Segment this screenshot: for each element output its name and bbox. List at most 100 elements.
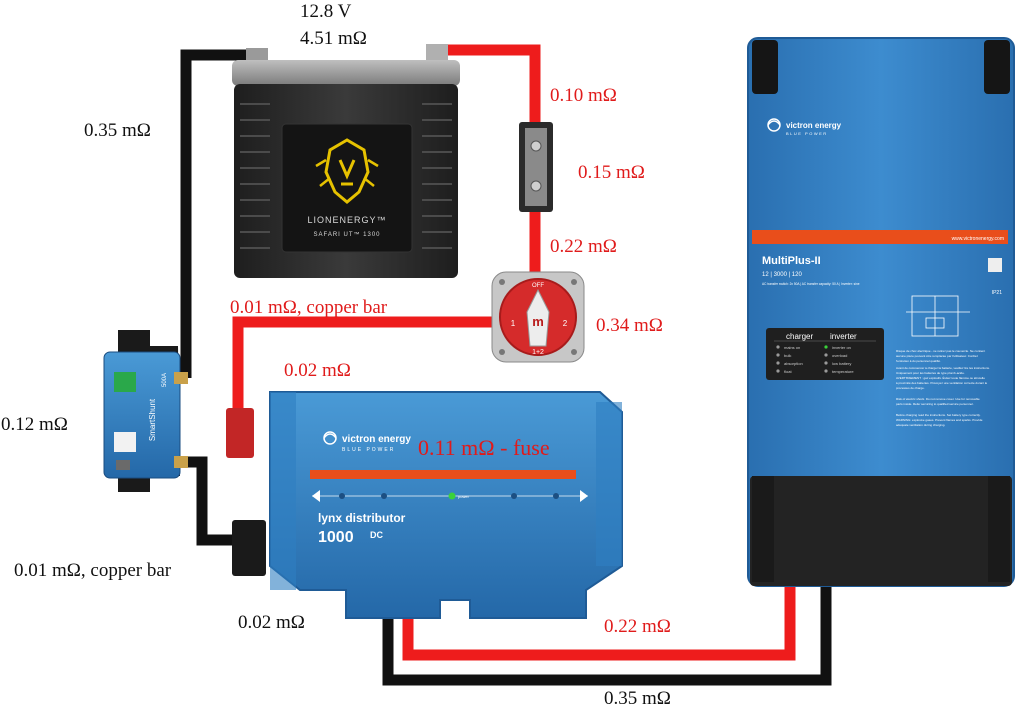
battery-voltage-label: 12.8 V [300, 1, 352, 22]
lion-logo-icon [315, 138, 379, 204]
inverter-website: www.victronenergy.com [952, 236, 1004, 242]
lynx-model: 1000 [318, 529, 354, 546]
svg-text:m: m [532, 314, 544, 329]
svg-text:bulk: bulk [784, 353, 791, 358]
inverter-orange-band [752, 230, 1008, 244]
lynx-model-suffix: DC [370, 530, 383, 540]
victron-logo-icon [767, 118, 781, 132]
switch-knob [526, 288, 550, 347]
svg-text:parts inside. Refer servicing: parts inside. Refer servicing to qualifi… [896, 402, 974, 406]
pos-to-switch-label: 0.22 mΩ [550, 236, 617, 257]
lynx-distributor: victron energy BLUE POWER power lynx dis… [226, 391, 623, 619]
shunt-qr-icon [114, 432, 136, 452]
right-arrow-icon [580, 490, 588, 502]
svg-text:à proximité des batteries. Pré: à proximité des batteries. Prévoyez une … [896, 381, 988, 385]
fuse-element [525, 128, 547, 206]
lynx-neg-terminal-label: 0.02 mΩ [238, 612, 305, 633]
fuse-holder [519, 122, 553, 212]
svg-text:low battery: low battery [832, 361, 851, 366]
lynx-name: lynx distributor [318, 511, 406, 525]
smart-shunt: SmartShunt 500A [103, 330, 188, 492]
battery-switch: m 1 2 1+2 OFF [491, 271, 585, 363]
battery-neg-terminal [246, 48, 268, 62]
inverter-spec-detail: AC transfer switch: 2x 50A | AC transfer… [762, 282, 860, 286]
neg-cable-lynx-to-inverter [382, 578, 832, 686]
inverter-title: inverter [830, 332, 857, 341]
lynx-fuse-label: 0.11 mΩ - fuse [418, 435, 550, 460]
power-led [448, 492, 456, 500]
svg-text:processus de charge.: processus de charge. [896, 386, 925, 390]
neg-battery-cable-label: 0.35 mΩ [84, 120, 151, 141]
svg-text:temperature: temperature [832, 369, 854, 374]
lynx-body [269, 391, 623, 619]
inverter-name: MultiPlus-II [762, 255, 821, 267]
battery-brand: LIONENERGY™ [307, 215, 386, 225]
switch-pos1: 1 [511, 319, 516, 328]
charger-title: charger [786, 332, 813, 341]
inverter-corner-tr [984, 40, 1010, 94]
svg-text:Before charging read the instr: Before charging read the instructions. S… [896, 413, 981, 417]
inverter-qr-icon [988, 258, 1002, 272]
svg-text:float: float [784, 369, 792, 374]
svg-text:AVERTISSEMENT : gaz explosifs.: AVERTISSEMENT : gaz explosifs. Évitez to… [896, 375, 985, 380]
lynx-pos-cap [226, 408, 254, 458]
inverter-neg-cable-label: 0.35 mΩ [604, 688, 671, 709]
svg-text:overload: overload [832, 353, 847, 358]
lynx-neg-cap [232, 520, 266, 576]
switch-pos2: 2 [563, 319, 568, 328]
inverter-leds: inverter on overload low battery tempera… [824, 345, 854, 374]
fuse-holder-label: 0.15 mΩ [578, 162, 645, 183]
svg-text:Risque de choc électrique - ne: Risque de choc électrique - ne retirez p… [896, 349, 985, 353]
charger-leds: mains on bulk absorption float [776, 345, 803, 374]
inverter-pos-cable-label: 0.22 mΩ [604, 616, 671, 637]
svg-text:Uniquement pour les batteries: Uniquement pour les batteries de type pl… [896, 371, 965, 375]
shunt-connector-icon [114, 372, 136, 392]
lynx-brand-sub: BLUE POWER [342, 447, 395, 453]
inverter-brand: victron energy [786, 121, 842, 130]
battery-model: SAFARI UT™ 1300 [313, 231, 380, 238]
pos-battery-cable-label: 0.10 mΩ [550, 85, 617, 106]
svg-text:inverter on: inverter on [832, 345, 851, 350]
pos-cable-battery-to-fuse [436, 44, 541, 128]
svg-text:Risk of electric shock. Do not: Risk of electric shock. Do not remove co… [896, 397, 980, 401]
shunt-body [103, 351, 181, 479]
svg-text:l'entretien à du personnel qua: l'entretien à du personnel qualifié. [896, 359, 941, 363]
switch-label: 0.34 mΩ [596, 315, 663, 336]
inverter-warning-text: Risque de choc électrique - ne retirez p… [896, 349, 990, 427]
lynx-pos-terminal-label: 0.02 mΩ [284, 360, 351, 381]
inverter-bottom-cover [750, 476, 1012, 586]
battery-pos-terminal [426, 44, 448, 62]
battery-lid [232, 60, 460, 86]
svg-text:Avant de commencer à charger l: Avant de commencer à charger la batterie… [896, 366, 990, 370]
inverter-schematic-icon [906, 295, 970, 337]
shunt-rating: 500A [162, 373, 168, 387]
inverter-corner-tl [752, 40, 778, 94]
copper-bar-bottom-label: 0.01 mΩ, copper bar [14, 560, 172, 581]
multiplus-inverter: victron energy BLUE POWER www.victronene… [747, 37, 1015, 587]
svg-text:aucune pièce pouvant être remp: aucune pièce pouvant être remplacée par … [896, 354, 978, 358]
switch-both: 1+2 [532, 349, 544, 356]
shunt-battery-terminal [174, 372, 188, 384]
inverter-spec: 12 | 3000 | 120 [762, 272, 802, 278]
battery-label-panel [281, 123, 413, 253]
inverter-ip-rating: IP21 [992, 290, 1003, 296]
power-label: power [458, 494, 470, 499]
svg-text:absorption: absorption [784, 361, 803, 366]
victron-logo-icon [323, 431, 337, 445]
lynx-brand: victron energy [342, 434, 411, 445]
inverter-on-led [824, 345, 828, 349]
svg-text:WARNING: explosive gases. Prev: WARNING: explosive gases. Prevent flames… [896, 418, 983, 422]
svg-text:mains on: mains on [784, 345, 800, 350]
shunt-label: 0.12 mΩ [1, 414, 68, 435]
battery-ribs [240, 103, 452, 249]
neg-cable-battery-to-shunt [180, 49, 258, 378]
neg-cable-shunt-to-lynx [186, 456, 244, 546]
battery-resistance-label: 4.51 mΩ [300, 28, 367, 49]
lynx-fuse-strip [310, 470, 576, 479]
shunt-system-terminal [174, 456, 188, 468]
shunt-name: SmartShunt [148, 398, 157, 441]
svg-text:adequate ventilation during ch: adequate ventilation during charging. [896, 423, 945, 427]
pos-cable-lynx-to-inverter [402, 578, 796, 661]
lynx-leds [339, 492, 559, 500]
